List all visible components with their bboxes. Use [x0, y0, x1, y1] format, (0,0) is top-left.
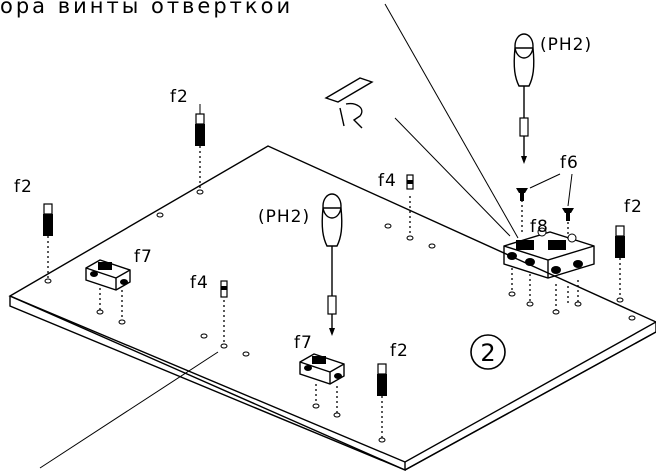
dowel-f2-right: [615, 225, 625, 258]
label-f6: f6: [560, 153, 579, 173]
mechanism-f8: [503, 227, 595, 279]
leader-f6-b: [567, 173, 573, 207]
leader-line-top: [384, 3, 519, 239]
panel: [8, 145, 656, 472]
label-ph2-top: (PH2): [540, 35, 592, 55]
pin-f4-top: [406, 174, 414, 190]
dowel-f2-top: [195, 104, 205, 146]
label-f8: f8: [530, 217, 549, 237]
label-f4-top: f4: [378, 171, 397, 191]
label-f4-mid: f4: [190, 273, 209, 293]
r-marker-icon: [324, 77, 374, 129]
pin-f4-mid: [220, 280, 228, 298]
dowel-f2-bottom: [377, 363, 387, 396]
label-f2-left: f2: [14, 177, 33, 197]
instruction-header: ора винты отверткой: [0, 0, 293, 18]
hinge-plate-f7-left: [85, 259, 131, 291]
leader-f6-a: [529, 173, 561, 189]
label-f2-right: f2: [624, 197, 643, 217]
label-f7-bottom: f7: [294, 333, 313, 353]
screw-f6-right: [562, 208, 574, 221]
insertion-guides: [47, 146, 621, 438]
screwdriver-top-icon: [513, 33, 535, 164]
screw-f6-left: [516, 188, 528, 201]
label-f2-top: f2: [170, 87, 189, 107]
label-f2-bottom: f2: [390, 341, 409, 361]
label-ph2-mid: (PH2): [258, 207, 310, 227]
dowel-f2-left: [43, 203, 53, 236]
screwdriver-mid-icon: [321, 193, 343, 336]
step-number: 2: [480, 339, 495, 367]
step-number-circle: [470, 334, 506, 370]
hinge-plate-f7-bottom: [299, 353, 345, 385]
label-f7-left: f7: [134, 247, 153, 267]
leader-line-r: [394, 117, 511, 237]
leader-line-bottom: [39, 351, 219, 469]
